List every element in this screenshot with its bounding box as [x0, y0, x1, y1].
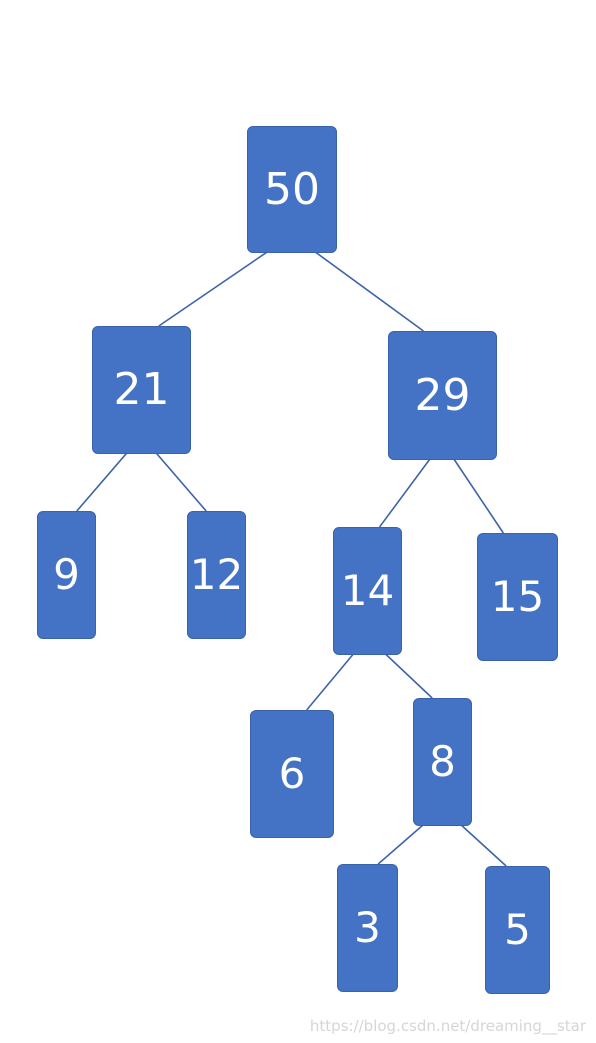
node-21: 21: [92, 326, 191, 454]
node-6-label: 6: [278, 749, 306, 798]
node-3: 3: [337, 864, 398, 992]
watermark: https://blog.csdn.net/dreaming__star: [309, 1017, 586, 1035]
node-15: 15: [477, 533, 558, 661]
node-14-label: 14: [340, 566, 395, 615]
node-9-label: 9: [53, 550, 80, 599]
node-12: 12: [187, 511, 246, 639]
node-9: 9: [37, 511, 96, 639]
node-29-label: 29: [414, 369, 471, 421]
node-50-label: 50: [264, 163, 320, 215]
node-5-label: 5: [504, 905, 531, 954]
node-14: 14: [333, 527, 402, 655]
node-3-label: 3: [354, 903, 381, 952]
node-12-label: 12: [189, 550, 244, 599]
node-6: 6: [250, 710, 334, 838]
node-21-label: 21: [113, 364, 170, 415]
node-29: 29: [388, 331, 497, 460]
node-8: 8: [413, 698, 472, 826]
node-50: 50: [247, 126, 337, 253]
node-15-label: 15: [490, 572, 545, 621]
node-8-label: 8: [429, 737, 456, 786]
node-5: 5: [485, 866, 550, 994]
